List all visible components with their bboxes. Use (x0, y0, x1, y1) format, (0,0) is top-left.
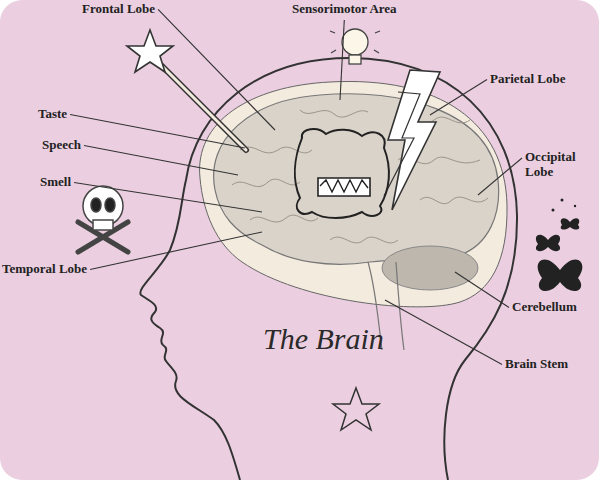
skull-crossbones-doodle (78, 186, 128, 252)
part-label: Taste (38, 107, 67, 122)
star-doodle (333, 388, 379, 430)
leader-line (455, 272, 509, 307)
leader-line (90, 232, 262, 269)
skull-area (200, 81, 507, 306)
part-label: Speech (42, 138, 81, 153)
part-label: Temporal Lobe (2, 262, 87, 277)
leader-line (74, 182, 262, 212)
leader-line (340, 20, 344, 100)
monster-doodle (295, 129, 389, 218)
leader-line (385, 300, 502, 364)
leader-line (478, 158, 522, 195)
diagram-title: The Brain (263, 322, 384, 356)
leader-line (84, 145, 238, 175)
lightbulb-doodle (330, 29, 380, 64)
part-label: Occipital Lobe (525, 150, 591, 180)
part-label: Cerebellum (512, 300, 577, 315)
leader-line (430, 79, 487, 115)
part-label: Smell (40, 175, 71, 190)
lightning-doodle (388, 70, 440, 210)
head-outline (140, 58, 517, 480)
butterfly-doodles (536, 199, 582, 291)
brain-folds (232, 110, 488, 243)
part-label: Frontal Lobe (82, 2, 155, 17)
leader-line (70, 114, 245, 148)
part-label: Brain Stem (505, 357, 568, 372)
leader-line (158, 9, 275, 130)
part-label: Parietal Lobe (490, 72, 565, 87)
star-wand-doodle (127, 30, 246, 150)
brain (214, 94, 499, 265)
part-label: Sensorimotor Area (292, 2, 397, 17)
